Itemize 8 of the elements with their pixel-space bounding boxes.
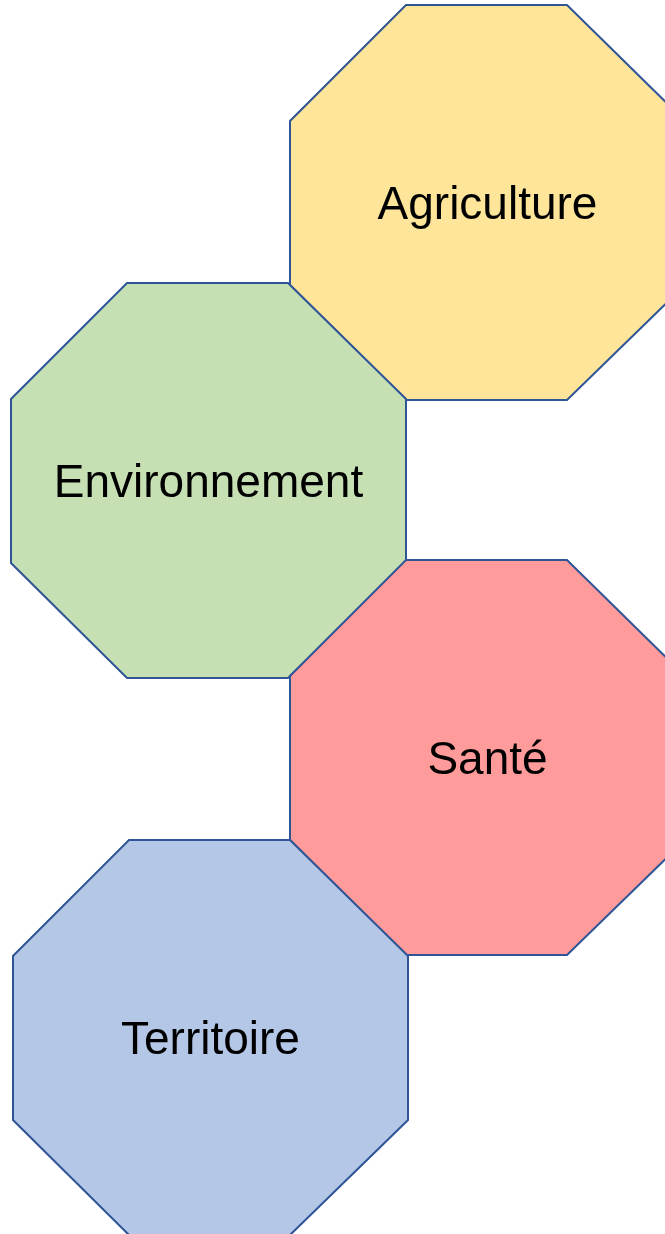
node-label: Agriculture: [376, 175, 599, 230]
node-label: Territoire: [120, 1010, 301, 1065]
octagon-node: [13, 840, 408, 1234]
node-label: Santé: [426, 730, 549, 785]
octagon-node: [11, 283, 406, 678]
node-label: Environnement: [52, 453, 365, 508]
octagon-node: [290, 560, 665, 955]
octagon-node: [290, 5, 665, 400]
